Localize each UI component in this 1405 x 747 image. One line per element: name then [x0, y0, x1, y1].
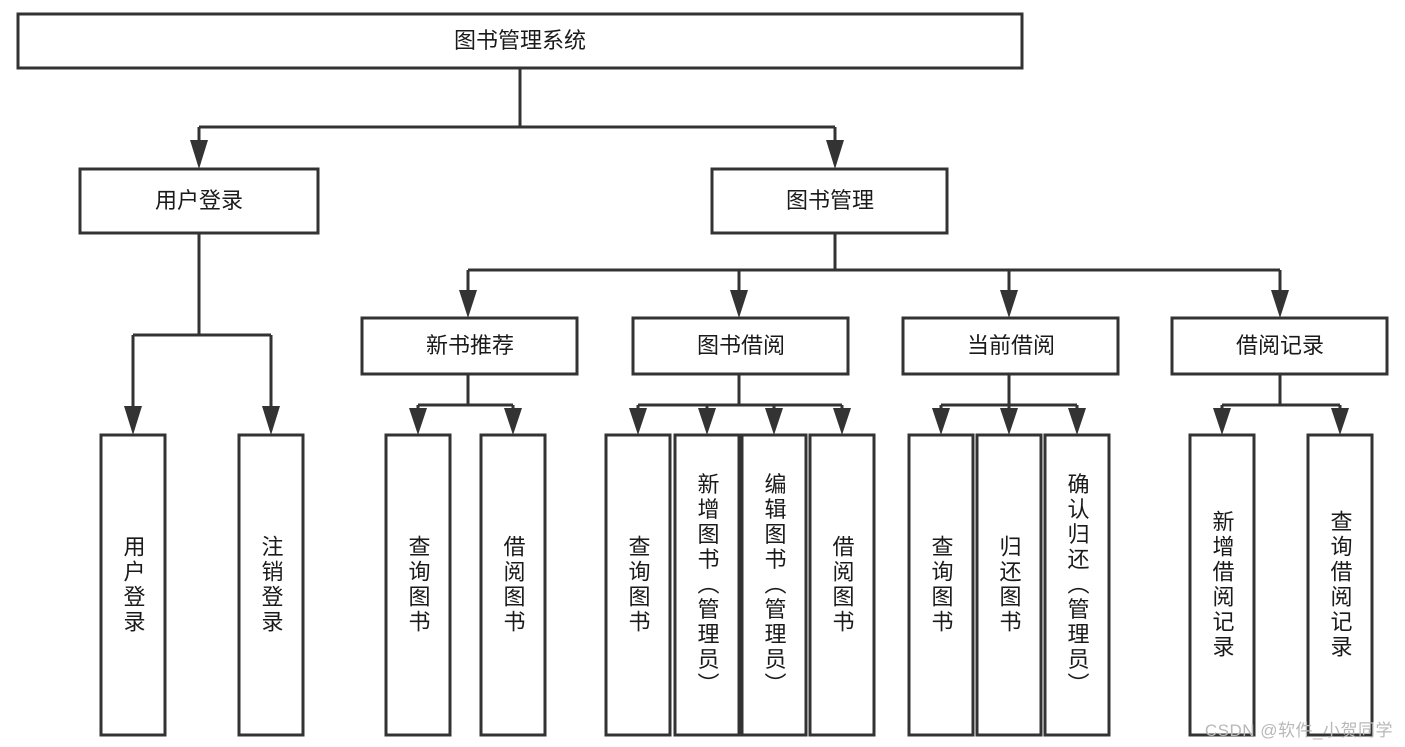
leaf-node-user-login-label: 用户登录 [121, 535, 146, 635]
leaf-node-add-borrow-record-box[interactable] [1188, 433, 1256, 737]
arrow-head-currentborrow-leaf-1 [932, 408, 950, 435]
leaf-node-borrow-book-label: 借阅图书 [830, 535, 855, 635]
arrow-head-newbook-leaf-1 [409, 408, 427, 435]
node-borrow-record-box[interactable] [1170, 316, 1389, 376]
arrow-head-borrowrecord-leaf-1 [1213, 408, 1231, 435]
node-book-borrow-box[interactable] [631, 316, 850, 376]
leaf-node-add-borrow-record[interactable]: 新增借阅记录 [1188, 433, 1256, 737]
leaf-node-logout[interactable]: 注销登录 [237, 433, 305, 737]
node-user-login-label: 用户登录 [155, 188, 243, 213]
arrow-head-newbook-leaf-2 [504, 408, 522, 435]
node-borrow-record[interactable]: 借阅记录 [1170, 316, 1389, 376]
leaf-node-confirm-return-admin-box[interactable] [1043, 433, 1111, 737]
leaf-node-newbook-borrow-book[interactable]: 借阅图书 [479, 433, 547, 737]
node-book-management-label: 图书管理 [786, 188, 874, 213]
node-user-login[interactable]: 用户登录 [78, 167, 320, 235]
arrow-head-currentborrow-leaf-3 [1068, 408, 1086, 435]
node-root-system[interactable]: 图书管理系统 [16, 12, 1024, 70]
leaf-node-return-book-label: 归还图书 [997, 535, 1022, 635]
leaf-node-newbook-borrow-book-box[interactable] [479, 433, 547, 737]
leaf-node-query-borrow-record[interactable]: 查询借阅记录 [1306, 433, 1374, 737]
arrow-head-borrow-record [1271, 290, 1289, 318]
leaf-node-newbook-query-book-label: 查询图书 [406, 535, 431, 635]
arrow-head-leaf-user-login [124, 406, 142, 435]
arrow-head-current-borrow [1000, 290, 1018, 318]
arrow-head-bookborrow-leaf-3 [765, 408, 783, 435]
leaf-node-borrow-query-book[interactable]: 查询图书 [604, 433, 672, 737]
leaf-node-return-book[interactable]: 归还图书 [975, 433, 1043, 737]
leaf-node-query-borrow-record-box[interactable] [1306, 433, 1374, 737]
leaf-node-newbook-query-book[interactable]: 查询图书 [384, 433, 452, 737]
leaf-node-current-query-book[interactable]: 查询图书 [907, 433, 975, 737]
node-book-borrow[interactable]: 图书借阅 [631, 316, 850, 376]
leaf-node-user-login-box[interactable] [99, 433, 167, 737]
node-root-system-box[interactable] [16, 12, 1024, 70]
leaf-node-edit-book-admin-box[interactable] [740, 433, 808, 737]
connectors-layer [124, 68, 1349, 435]
leaf-node-user-login[interactable]: 用户登录 [99, 433, 167, 737]
leaf-node-borrow-book[interactable]: 借阅图书 [808, 433, 876, 737]
node-book-borrow-label: 图书借阅 [697, 333, 785, 358]
arrow-head-currentborrow-leaf-2 [1000, 408, 1018, 435]
leaf-node-newbook-query-book-box[interactable] [384, 433, 452, 737]
leaf-node-borrow-book-box[interactable] [808, 433, 876, 737]
arrow-head-bookborrow-leaf-2 [698, 408, 716, 435]
arrow-head-book-mgmt [826, 140, 844, 169]
arrow-head-bookborrow-leaf-1 [629, 408, 647, 435]
arrow-head-bookborrow-leaf-4 [833, 408, 851, 435]
node-current-borrow-label: 当前借阅 [967, 333, 1055, 358]
leaf-node-confirm-return-admin-label: 确认归还（管理员） [1065, 473, 1090, 698]
arrow-head-new-book [459, 290, 477, 318]
leaf-node-borrow-query-book-box[interactable] [604, 433, 672, 737]
node-new-book-recommend[interactable]: 新书推荐 [360, 316, 579, 376]
leaf-node-edit-book-admin[interactable]: 编辑图书（管理员） [740, 433, 808, 737]
node-current-borrow-box[interactable] [901, 316, 1120, 376]
leaf-node-current-query-book-box[interactable] [907, 433, 975, 737]
node-current-borrow[interactable]: 当前借阅 [901, 316, 1120, 376]
arrow-head-user-login [190, 140, 208, 169]
node-user-login-box[interactable] [78, 167, 320, 235]
leaf-node-logout-label: 注销登录 [259, 535, 284, 635]
leaf-node-query-borrow-record-label: 查询借阅记录 [1328, 510, 1353, 660]
leaf-node-add-book-admin[interactable]: 新增图书（管理员） [673, 433, 741, 737]
node-new-book-recommend-box[interactable] [360, 316, 579, 376]
leaf-node-add-book-admin-label: 新增图书（管理员） [695, 473, 720, 698]
leaf-node-current-query-book-label: 查询图书 [929, 535, 954, 635]
leaf-node-edit-book-admin-label: 编辑图书（管理员） [762, 473, 787, 698]
node-book-management-box[interactable] [710, 167, 949, 235]
arrow-head-leaf-logout [262, 406, 280, 435]
arrow-head-borrowrecord-leaf-2 [1331, 408, 1349, 435]
node-borrow-record-label: 借阅记录 [1236, 333, 1324, 358]
csdn-watermark: CSDN @软件_小贺同学 [1204, 721, 1393, 740]
leaf-node-newbook-borrow-book-label: 借阅图书 [501, 535, 526, 635]
leaf-node-borrow-query-book-label: 查询图书 [626, 535, 651, 635]
leaf-node-return-book-box[interactable] [975, 433, 1043, 737]
arrow-head-book-borrow [730, 290, 748, 318]
leaf-node-logout-box[interactable] [237, 433, 305, 737]
node-root-system-label: 图书管理系统 [454, 28, 586, 53]
leaf-node-add-book-admin-box[interactable] [673, 433, 741, 737]
leaf-node-add-borrow-record-label: 新增借阅记录 [1210, 510, 1235, 660]
leaf-node-confirm-return-admin[interactable]: 确认归还（管理员） [1043, 433, 1111, 737]
node-new-book-recommend-label: 新书推荐 [426, 333, 514, 358]
node-book-management[interactable]: 图书管理 [710, 167, 949, 235]
